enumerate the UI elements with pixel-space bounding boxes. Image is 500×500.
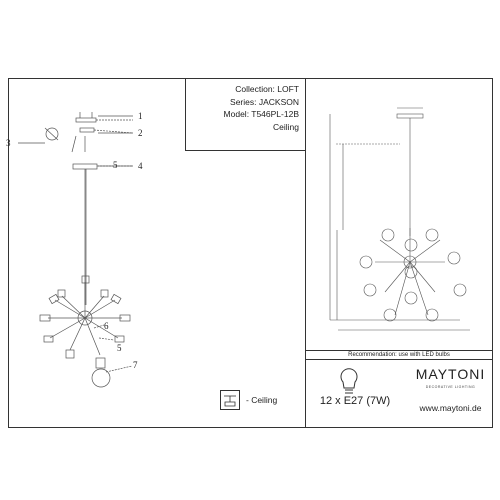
product-info-box: Collection: LOFT Series: JACKSON Model: …	[185, 79, 305, 151]
recommendation: Recommendation: use with LED bulbs	[305, 350, 493, 360]
mount-label: Ceiling	[273, 121, 299, 132]
bulb-icon	[340, 368, 358, 394]
legend-icon-box	[220, 390, 240, 410]
brand-tagline: DECORATIVE LIGHTING	[425, 385, 476, 389]
vertical-divider	[305, 78, 306, 428]
model-label: Model: T546PL-12B	[223, 109, 299, 119]
callout-6: 6	[104, 321, 109, 331]
collection-label: Collection: LOFT	[235, 84, 299, 94]
ceiling-mount-icon	[224, 395, 236, 407]
callout-7: 7	[133, 360, 138, 370]
callout-2: 2	[138, 128, 143, 138]
callout-4: 4	[138, 161, 143, 171]
callout-5: 5	[117, 343, 122, 353]
drawing-frame	[8, 78, 493, 428]
callout-5-top: 5	[113, 160, 118, 170]
brand-logo: MAYTONI	[415, 366, 486, 382]
callout-3: 3	[6, 138, 11, 148]
callout-1: 1	[138, 111, 143, 121]
bulb-spec: 12 x E27 (7W)	[319, 395, 391, 407]
series-label: Series: JACKSON	[230, 96, 299, 107]
legend-label: - Ceiling	[246, 395, 278, 405]
brand-url: www.maytoni.de	[419, 403, 482, 413]
